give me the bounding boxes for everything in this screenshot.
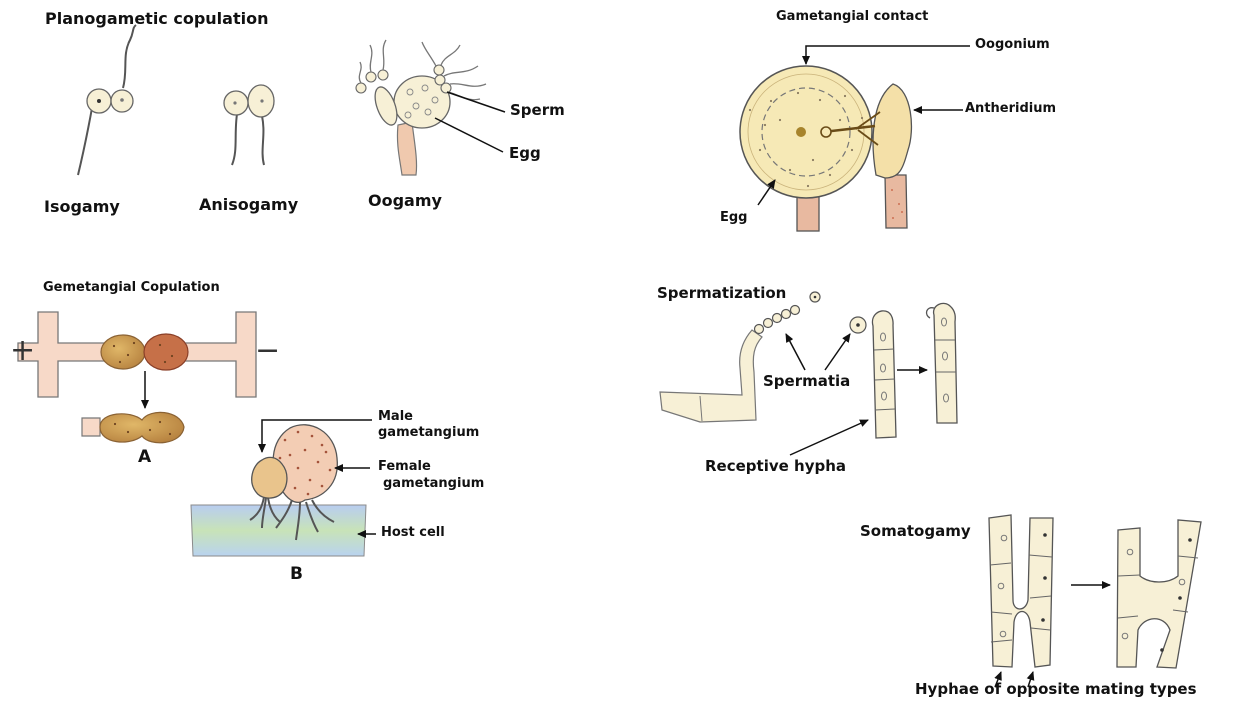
sperm-cell bbox=[366, 72, 376, 82]
oogonium-pointer bbox=[806, 46, 970, 64]
stalk bbox=[397, 122, 416, 175]
female-gametangium-label-2: gametangium bbox=[383, 477, 484, 492]
male-gametangium bbox=[252, 457, 287, 498]
fertilized-hypha bbox=[934, 303, 957, 423]
host-cell-label: Host cell bbox=[381, 526, 445, 541]
minus-mating-sign: − bbox=[255, 336, 280, 366]
male-gametangium-label-2: gametangium bbox=[378, 426, 479, 441]
sperm-cell bbox=[378, 70, 388, 80]
egg-pointer bbox=[435, 118, 503, 152]
oogamy-label: Oogamy bbox=[368, 192, 442, 210]
gametangial-contact-title: Gametangial contact bbox=[776, 10, 928, 25]
spermatium bbox=[755, 325, 764, 334]
receptive-hypha bbox=[872, 311, 896, 438]
fused-hypha bbox=[82, 418, 100, 436]
spermatia-label: Spermatia bbox=[763, 373, 850, 390]
male-gametangium-label-1: Male bbox=[378, 410, 413, 425]
receptive-hypha-label: Receptive hypha bbox=[705, 458, 846, 475]
flagellum bbox=[78, 108, 92, 175]
hyphae-pair-after bbox=[1117, 520, 1201, 668]
zygote bbox=[100, 412, 184, 442]
gametangial-copulation-figure-b bbox=[191, 420, 376, 556]
right-gametangium bbox=[144, 334, 188, 370]
flagellum bbox=[232, 114, 237, 165]
spermatium bbox=[782, 310, 791, 319]
isogamy-label: Isogamy bbox=[44, 198, 120, 216]
spermatia-pointer bbox=[786, 334, 805, 370]
spermatium bbox=[764, 319, 773, 328]
somatogamy-figure bbox=[989, 515, 1201, 687]
antheridium-label: Antheridium bbox=[965, 102, 1056, 117]
somatogamy-title: Somatogamy bbox=[860, 523, 971, 540]
gametangial-copulation-title: Gemetangial Copulation bbox=[43, 281, 220, 296]
sperm-cell bbox=[441, 83, 451, 93]
spermatium-bearing-hypha bbox=[660, 330, 762, 422]
oogonium-label: Oogonium bbox=[975, 38, 1050, 53]
isogamy-figure bbox=[78, 25, 136, 175]
gametangial-contact-figure bbox=[740, 46, 970, 231]
spermatia-pointer bbox=[825, 334, 850, 370]
egg-label-oogamy: Egg bbox=[509, 145, 541, 162]
oogamy-figure bbox=[356, 40, 505, 175]
left-gametangium bbox=[101, 335, 145, 369]
egg-label-contact: Egg bbox=[720, 211, 748, 226]
figure-a-label: A bbox=[138, 448, 151, 468]
antheridium bbox=[873, 84, 911, 178]
host-cell bbox=[191, 505, 366, 556]
hyphae-label: Hyphae of opposite mating types bbox=[915, 681, 1197, 698]
antheridial-stalk bbox=[885, 175, 907, 228]
anisogamy-figure bbox=[224, 85, 274, 165]
sperm-cell bbox=[356, 83, 366, 93]
flagellum bbox=[123, 25, 136, 88]
sperm-pointer bbox=[447, 92, 505, 112]
sperm-cell bbox=[434, 65, 444, 75]
egg-nucleus bbox=[796, 127, 806, 137]
receptive-pointer bbox=[790, 420, 868, 455]
sperm-label: Sperm bbox=[510, 102, 565, 119]
spermatium bbox=[773, 314, 782, 323]
spermatium bbox=[791, 306, 800, 315]
gametangial-copulation-figure-a bbox=[18, 312, 256, 443]
planogametic-title: Planogametic copulation bbox=[45, 10, 268, 28]
hyphae-pair-before bbox=[989, 515, 1053, 667]
spermatization-title: Spermatization bbox=[657, 285, 786, 302]
flagellum bbox=[262, 116, 264, 165]
anisogamy-label: Anisogamy bbox=[199, 196, 298, 214]
female-gametangium-label-1: Female bbox=[378, 460, 431, 475]
figure-b-label: B bbox=[290, 565, 303, 585]
plus-mating-sign: + bbox=[10, 336, 35, 366]
